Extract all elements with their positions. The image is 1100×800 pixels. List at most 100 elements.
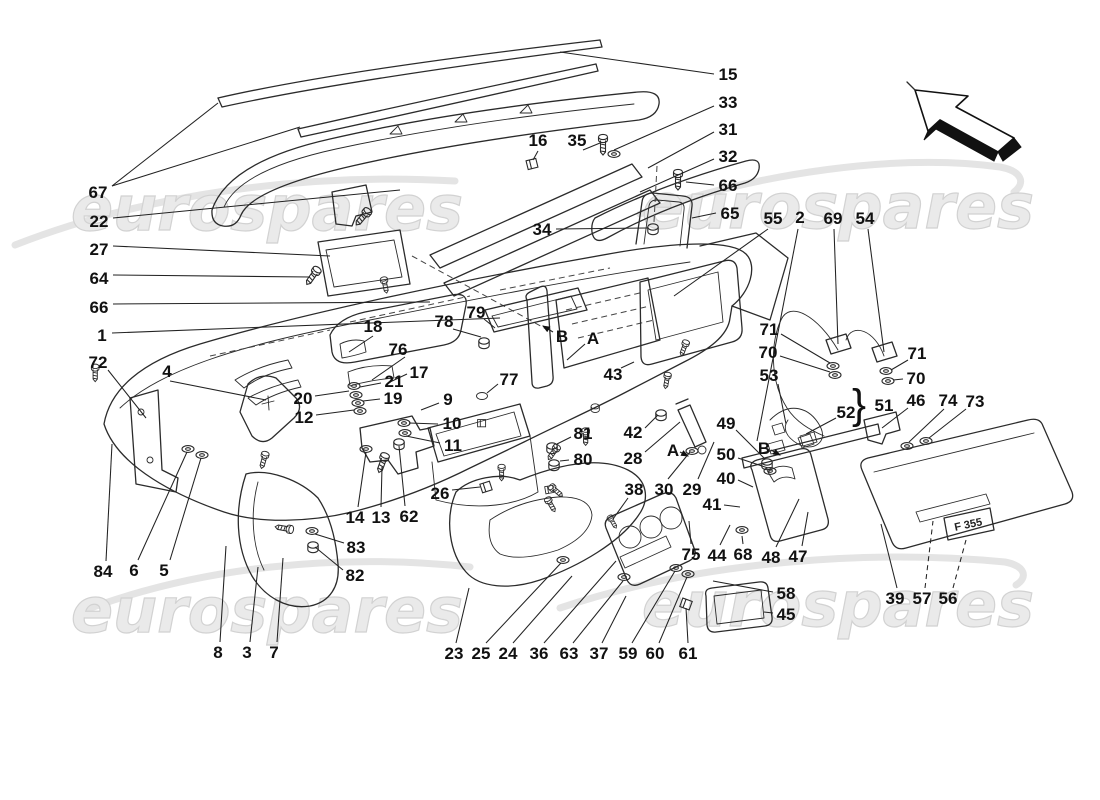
- part-label-33[interactable]: 33: [719, 93, 738, 112]
- part-label-B[interactable]: B: [556, 327, 568, 346]
- part-label-15[interactable]: 15: [719, 65, 738, 84]
- part-label-79[interactable]: 79: [467, 303, 486, 322]
- part-label-20[interactable]: 20: [294, 389, 313, 408]
- part-label-1[interactable]: 1: [97, 326, 106, 345]
- part-label-68[interactable]: 68: [734, 545, 753, 564]
- part-label-49[interactable]: 49: [717, 414, 736, 433]
- part-label-72[interactable]: 72: [89, 353, 108, 372]
- part-label-A[interactable]: A: [587, 329, 599, 348]
- part-label-38[interactable]: 38: [625, 480, 644, 499]
- part-label-34[interactable]: 34: [533, 220, 552, 239]
- leader-line: [924, 520, 934, 589]
- part-label-71[interactable]: 71: [908, 344, 927, 363]
- part-label-27[interactable]: 27: [90, 240, 109, 259]
- part-label-69[interactable]: 69: [824, 209, 843, 228]
- part-label-62[interactable]: 62: [400, 507, 419, 526]
- part-label-30[interactable]: 30: [655, 480, 674, 499]
- part-label-60[interactable]: 60: [646, 644, 665, 663]
- part-label-80[interactable]: 80: [574, 450, 593, 469]
- part-label-brace[interactable]: }: [852, 380, 866, 427]
- part-label-39[interactable]: 39: [886, 589, 905, 608]
- part-label-17[interactable]: 17: [410, 363, 429, 382]
- part-label-36[interactable]: 36: [530, 644, 549, 663]
- leader-line: [775, 498, 800, 548]
- part-label-35[interactable]: 35: [568, 131, 587, 150]
- part-label-7[interactable]: 7: [269, 643, 278, 662]
- part-label-65[interactable]: 65: [721, 204, 740, 223]
- part-label-19[interactable]: 19: [384, 389, 403, 408]
- part-label-76[interactable]: 76: [389, 340, 408, 359]
- part-label-59[interactable]: 59: [619, 644, 638, 663]
- part-label-10[interactable]: 10: [443, 414, 462, 433]
- part-label-73[interactable]: 73: [966, 392, 985, 411]
- part-label-9[interactable]: 9: [443, 390, 452, 409]
- part-label-2[interactable]: 2: [795, 208, 804, 227]
- part-label-82[interactable]: 82: [346, 566, 365, 585]
- part-label-66[interactable]: 66: [719, 176, 738, 195]
- part-label-24[interactable]: 24: [499, 644, 518, 663]
- part-label-63[interactable]: 63: [560, 644, 579, 663]
- part-label-54[interactable]: 54: [856, 209, 875, 228]
- part-label-64[interactable]: 64: [90, 269, 109, 288]
- part-label-50[interactable]: 50: [717, 445, 736, 464]
- part-label-56[interactable]: 56: [939, 589, 958, 608]
- direction-arrow[interactable]: [906, 81, 1022, 162]
- part-label-83[interactable]: 83: [347, 538, 366, 557]
- part-label-16[interactable]: 16: [529, 131, 548, 150]
- part-label-47[interactable]: 47: [789, 547, 808, 566]
- part-label-6[interactable]: 6: [129, 561, 138, 580]
- part-label-67[interactable]: 67: [89, 183, 108, 202]
- part-label-44[interactable]: 44: [708, 546, 727, 565]
- part-label-41[interactable]: 41: [703, 495, 722, 514]
- part-label-55[interactable]: 55: [764, 209, 783, 228]
- part-label-81[interactable]: 81: [574, 424, 593, 443]
- leader-line: [315, 409, 355, 416]
- part-label-70[interactable]: 70: [907, 369, 926, 388]
- part-label-14[interactable]: 14: [346, 508, 365, 527]
- part-label-23[interactable]: 23: [445, 644, 464, 663]
- part-label-18[interactable]: 18: [364, 317, 383, 336]
- part-label-61[interactable]: 61: [679, 644, 698, 663]
- part-label-78[interactable]: 78: [435, 312, 454, 331]
- part-label-57[interactable]: 57: [913, 589, 932, 608]
- part-label-37[interactable]: 37: [590, 644, 609, 663]
- part-label-51[interactable]: 51: [875, 396, 894, 415]
- leader-line: [111, 126, 301, 187]
- part-label-8[interactable]: 8: [213, 643, 222, 662]
- part-label-40[interactable]: 40: [717, 469, 736, 488]
- leader-line: [737, 457, 769, 469]
- part-label-74[interactable]: 74: [939, 391, 958, 410]
- part-label-B[interactable]: B: [758, 439, 770, 458]
- part-label-21[interactable]: 21: [385, 372, 404, 391]
- part-label-32[interactable]: 32: [719, 147, 738, 166]
- part-label-5[interactable]: 5: [159, 561, 168, 580]
- part-label-3[interactable]: 3: [242, 643, 251, 662]
- part-label-84[interactable]: 84: [94, 562, 113, 581]
- leader-line: [357, 451, 367, 508]
- part-label-45[interactable]: 45: [777, 605, 796, 624]
- part-label-71[interactable]: 71: [760, 320, 779, 339]
- part-label-25[interactable]: 25: [472, 644, 491, 663]
- part-label-13[interactable]: 13: [372, 508, 391, 527]
- part-label-12[interactable]: 12: [295, 408, 314, 427]
- part-label-52[interactable]: 52: [837, 403, 856, 422]
- part-label-48[interactable]: 48: [762, 548, 781, 567]
- part-label-58[interactable]: 58: [777, 584, 796, 603]
- part-label-66[interactable]: 66: [90, 298, 109, 317]
- part-label-77[interactable]: 77: [500, 370, 519, 389]
- part-label-A[interactable]: A: [667, 441, 679, 460]
- part-label-22[interactable]: 22: [90, 212, 109, 231]
- part-label-42[interactable]: 42: [624, 423, 643, 442]
- part-label-31[interactable]: 31: [719, 120, 738, 139]
- leader-line: [688, 520, 692, 545]
- part-label-4[interactable]: 4: [162, 362, 172, 381]
- part-label-75[interactable]: 75: [682, 545, 701, 564]
- part-label-43[interactable]: 43: [604, 365, 623, 384]
- part-label-11[interactable]: 11: [444, 436, 462, 455]
- part-label-53[interactable]: 53: [760, 366, 779, 385]
- part-label-70[interactable]: 70: [759, 343, 778, 362]
- part-label-28[interactable]: 28: [624, 449, 643, 468]
- part-label-29[interactable]: 29: [683, 480, 702, 499]
- part-label-46[interactable]: 46: [907, 391, 926, 410]
- part-label-26[interactable]: 26: [431, 484, 450, 503]
